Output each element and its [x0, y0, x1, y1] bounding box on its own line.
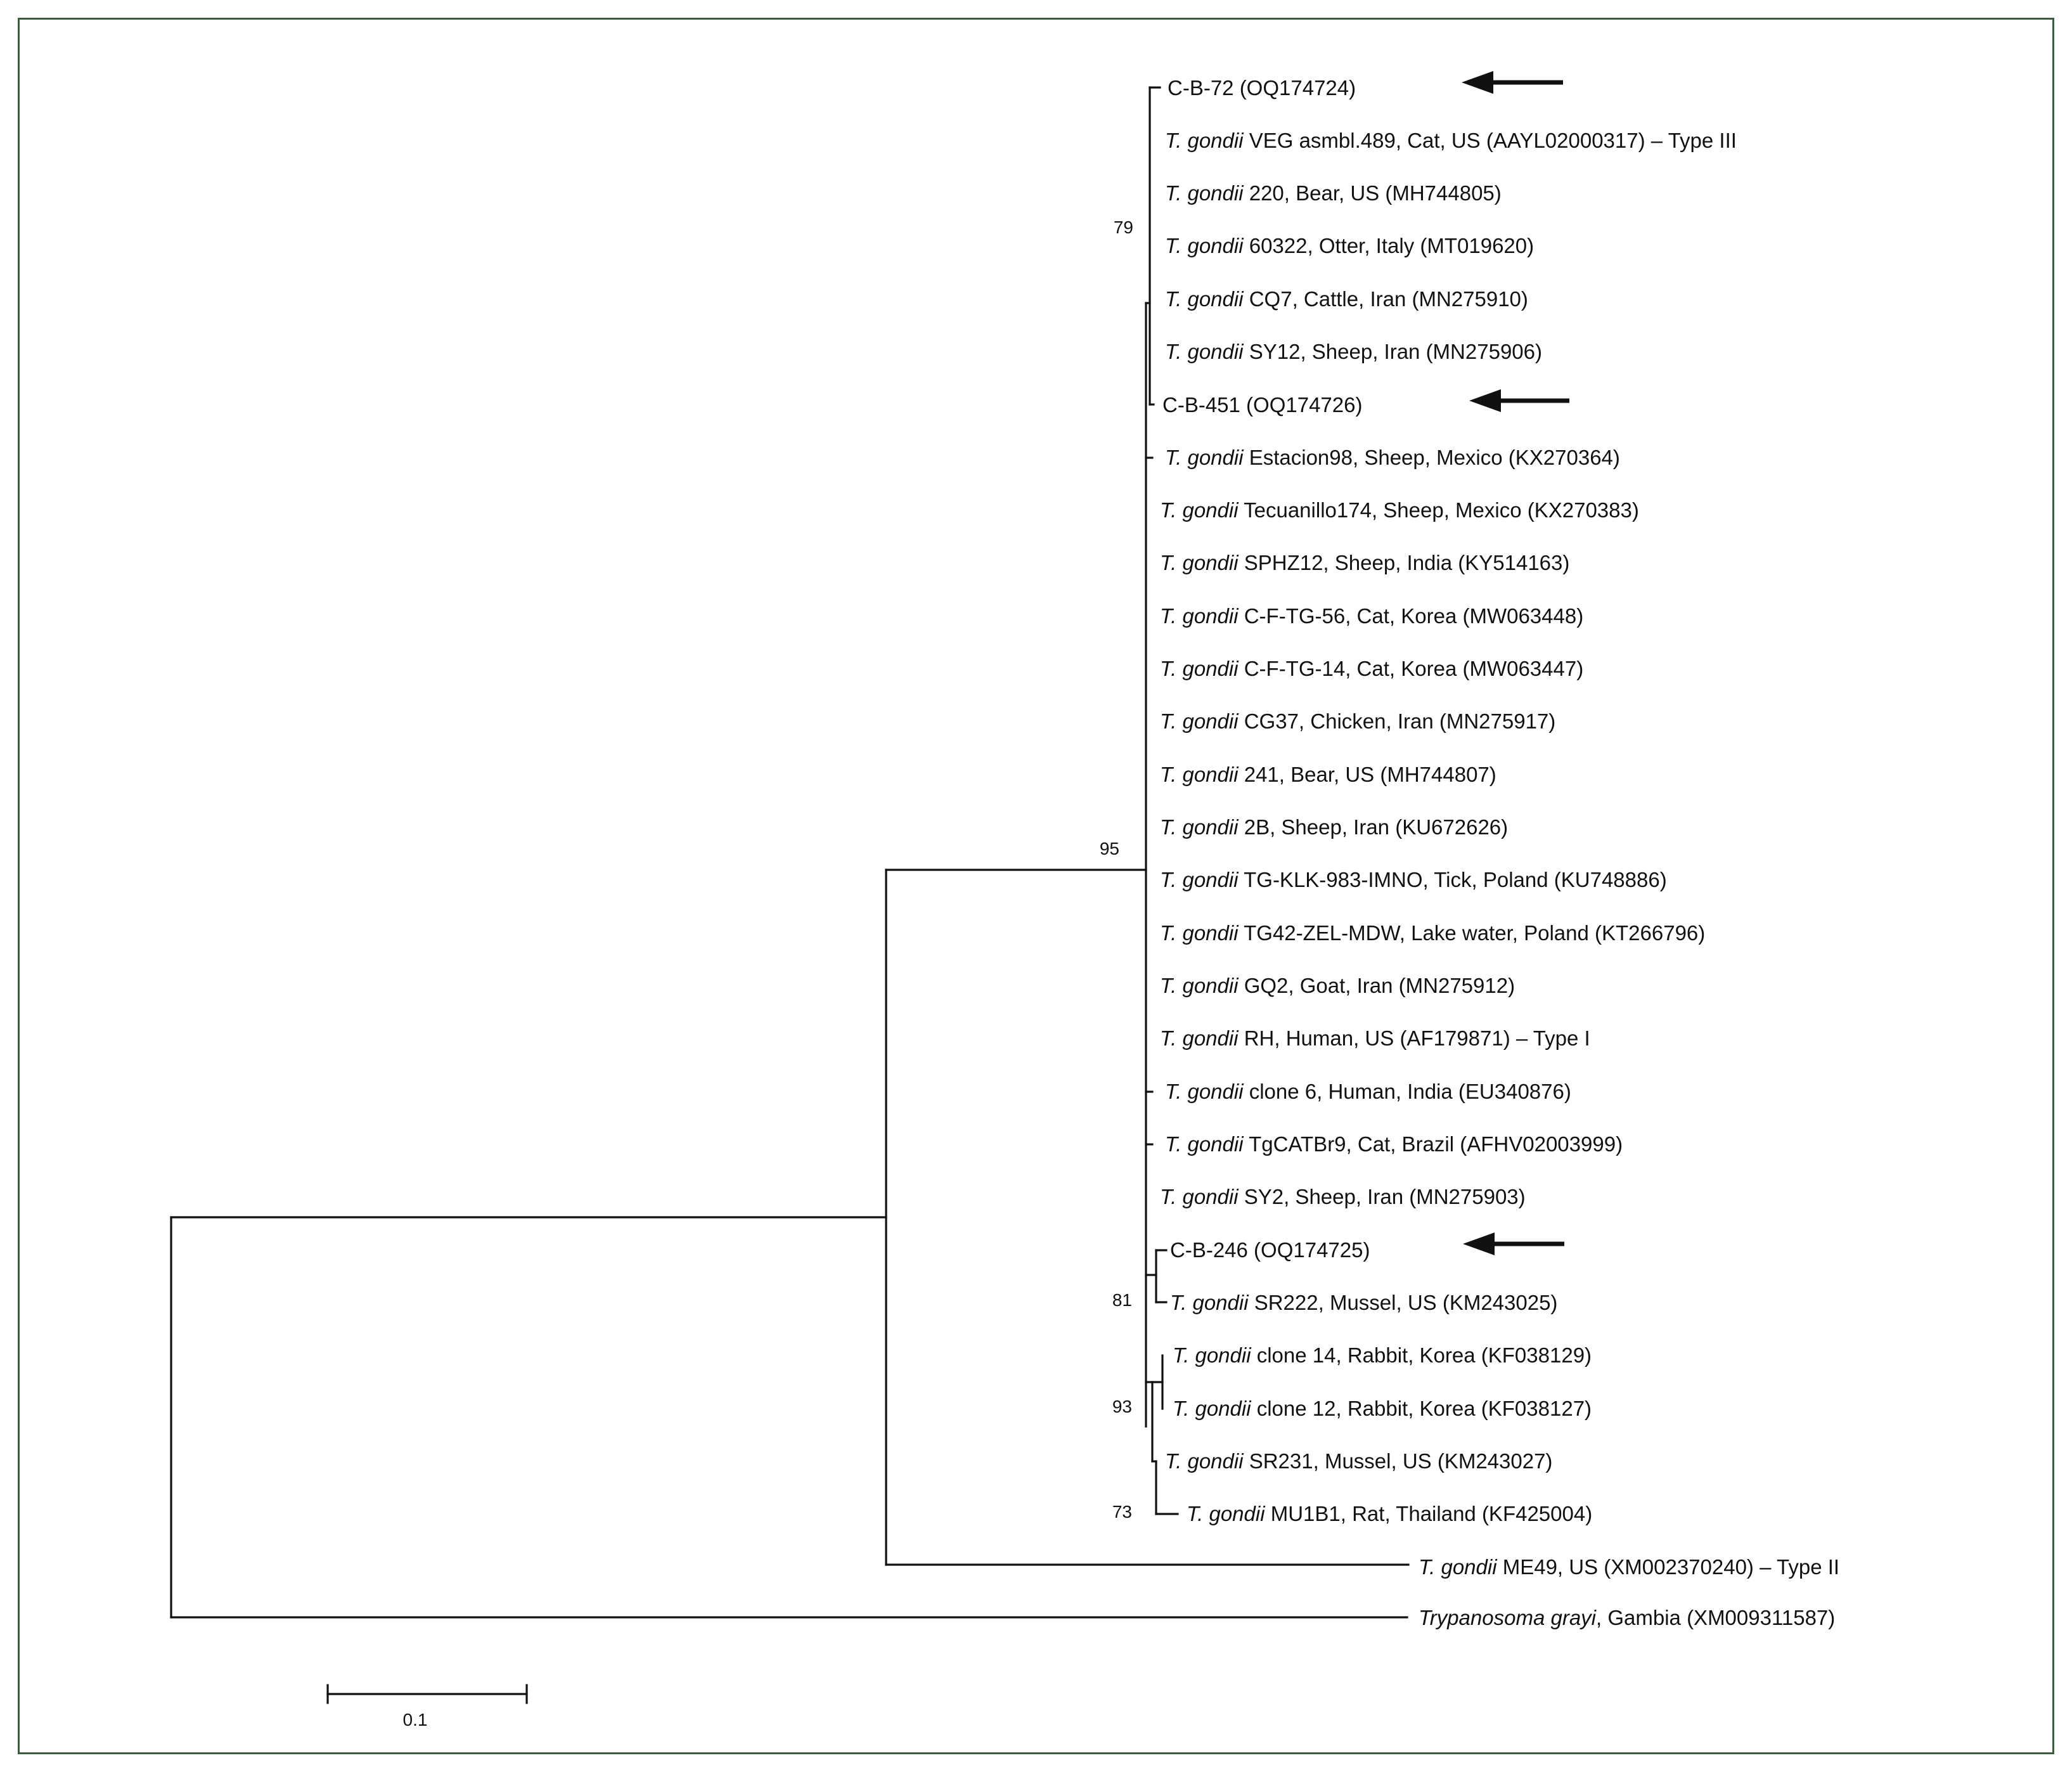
taxon-label-t21: T. gondii TgCATBr9, Cat, Brazil (AFHV020…: [1165, 1132, 1623, 1156]
taxon-label-t23: C-B-246 (OQ174725): [1170, 1238, 1370, 1262]
taxon-label-t8: T. gondii Estacion98, Sheep, Mexico (KX2…: [1165, 446, 1620, 469]
bootstrap-values: 79 95 81 93 73: [1100, 217, 1133, 1522]
taxon-label-t7: C-B-451 (OQ174726): [1162, 393, 1362, 417]
taxon-label-t4: T. gondii 60322, Otter, Italy (MT019620): [1165, 234, 1534, 257]
highlight-arrows: [1462, 71, 1569, 1255]
tree-branches: [170, 86, 1410, 1619]
scale-bar-label: 0.1: [403, 1710, 428, 1730]
taxon-label-t22: T. gondii SY2, Sheep, Iran (MN275903): [1160, 1185, 1526, 1208]
taxon-label-t11: T. gondii C-F-TG-56, Cat, Korea (MW06344…: [1160, 604, 1583, 628]
taxon-label-t9: T. gondii Tecuanillo174, Sheep, Mexico (…: [1160, 498, 1639, 522]
bootstrap-node93: 93: [1112, 1397, 1132, 1416]
taxon-label-t27: T. gondii SR231, Mussel, US (KM243027): [1165, 1449, 1552, 1473]
arrow-icon: [1469, 389, 1569, 412]
arrow-icon: [1462, 71, 1563, 94]
taxon-label-t5: T. gondii CQ7, Cattle, Iran (MN275910): [1165, 287, 1528, 311]
scale-bar: 0.1: [326, 1684, 528, 1730]
taxon-label-t20: T. gondii clone 6, Human, India (EU34087…: [1165, 1080, 1571, 1103]
taxon-label-t19: T. gondii RH, Human, US (AF179871) – Typ…: [1160, 1026, 1590, 1050]
taxon-label-t29: T. gondii ME49, US (XM002370240) – Type …: [1419, 1555, 1839, 1579]
taxon-label-t26: T. gondii clone 12, Rabbit, Korea (KF038…: [1173, 1397, 1592, 1420]
taxon-label-t18: T. gondii GQ2, Goat, Iran (MN275912): [1160, 974, 1515, 997]
taxon-label-t6: T. gondii SY12, Sheep, Iran (MN275906): [1165, 340, 1542, 363]
bootstrap-node79: 79: [1114, 217, 1133, 237]
taxon-label-t14: T. gondii 241, Bear, US (MH744807): [1160, 763, 1496, 786]
taxon-label-t17: T. gondii TG42-ZEL-MDW, Lake water, Pola…: [1160, 921, 1705, 945]
taxon-label-t25: T. gondii clone 14, Rabbit, Korea (KF038…: [1173, 1343, 1592, 1367]
taxon-labels: C-B-72 (OQ174724) T. gondii VEG asmbl.48…: [1160, 76, 1839, 1629]
figure-frame: [18, 18, 2054, 1754]
taxon-label-t12: T. gondii C-F-TG-14, Cat, Korea (MW06344…: [1160, 657, 1583, 680]
taxon-label-t2: T. gondii VEG asmbl.489, Cat, US (AAYL02…: [1165, 129, 1737, 152]
bootstrap-node95: 95: [1100, 839, 1119, 858]
taxon-label-t15: T. gondii 2B, Sheep, Iran (KU672626): [1160, 815, 1508, 839]
bootstrap-node73: 73: [1112, 1502, 1132, 1522]
taxon-label-t3: T. gondii 220, Bear, US (MH744805): [1165, 181, 1502, 205]
taxon-label-t10: T. gondii SPHZ12, Sheep, India (KY514163…: [1160, 551, 1569, 574]
bootstrap-node81: 81: [1112, 1290, 1132, 1310]
taxon-label-t1: C-B-72 (OQ174724): [1168, 76, 1356, 100]
taxon-label-t30: Trypanosoma grayi, Gambia (XM009311587): [1419, 1606, 1835, 1629]
taxon-label-t16: T. gondii TG-KLK-983-IMNO, Tick, Poland …: [1160, 868, 1667, 891]
arrow-icon: [1463, 1232, 1564, 1255]
taxon-label-t13: T. gondii CG37, Chicken, Iran (MN275917): [1160, 709, 1555, 733]
taxon-label-t28: T. gondii MU1B1, Rat, Thailand (KF425004…: [1187, 1502, 1592, 1525]
taxon-label-t24: T. gondii SR222, Mussel, US (KM243025): [1170, 1291, 1557, 1314]
